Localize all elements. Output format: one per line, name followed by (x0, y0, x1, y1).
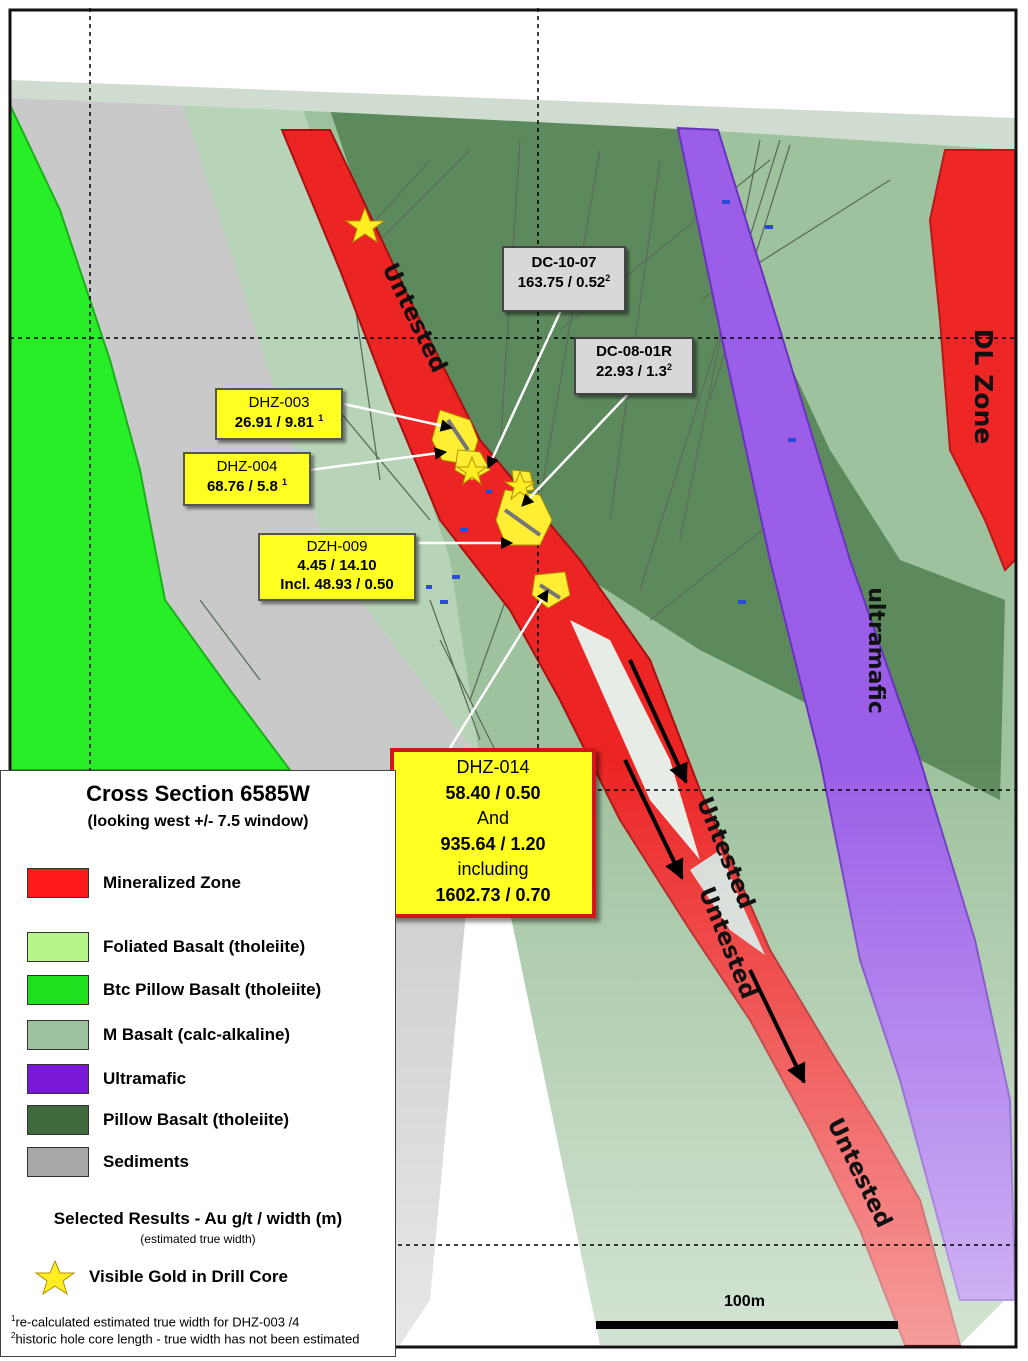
legend-results-subtitle: (estimated true width) (140, 1232, 256, 1246)
label-dhz-014: DHZ-014 58.40 / 0.50 And 935.64 / 1.20 i… (390, 748, 596, 918)
legend-label-sediments: Sediments (103, 1152, 189, 1171)
label-dc-10-07-name: DC-10-07 (531, 254, 597, 271)
label-dhz-004-name: DHZ-004 (216, 458, 278, 475)
legend-item-visible-gold: Visible Gold in Drill Core (33, 1259, 289, 1295)
legend-item-sediments: Sediments (27, 1146, 189, 1178)
label-dhz-014-line2: And (476, 808, 510, 829)
label-dzh-009-name: DZH-009 (306, 538, 368, 555)
surface-strip (10, 80, 1015, 150)
legend-swatch-btc-pillow-basalt (27, 975, 89, 1005)
label-dhz-014-line3: 935.64 / 1.20 (440, 833, 546, 854)
label-dc-08-01r-value: 22.93 / 1.32 (596, 361, 672, 380)
legend-label-ultramafic: Ultramafic (103, 1069, 187, 1088)
label-dc-08-01r: DC-08-01R 22.93 / 1.32 (574, 337, 694, 395)
downdip-arrows (623, 659, 806, 1084)
legend-item-mineralized-zone: Mineralized Zone (27, 867, 241, 899)
legend-label-visible-gold: Visible Gold in Drill Core (89, 1267, 289, 1286)
legend-swatch-m-basalt (27, 1020, 89, 1050)
legend-label-m-basalt: M Basalt (calc-alkaline) (103, 1025, 291, 1044)
legend-label-foliated-basalt: Foliated Basalt (tholeiite) (103, 937, 306, 956)
label-dc-08-01r-name: DC-08-01R (596, 343, 672, 360)
label-dc-10-07-value: 163.75 / 0.522 (517, 272, 611, 291)
label-dhz-004-value: 68.76 / 5.8 1 (206, 476, 288, 495)
legend-item-ultramafic: Ultramafic (27, 1063, 186, 1095)
legend-panel: Cross Section 6585W (looking west +/- 7.… (0, 770, 396, 1357)
legend-results-title: Selected Results - Au g/t / width (m) (53, 1209, 343, 1228)
label-dhz-014-line5: 1602.73 / 0.70 (435, 884, 551, 905)
label-dc-10-07: DC-10-07 163.75 / 0.522 (502, 246, 626, 312)
legend-swatch-foliated-basalt (27, 932, 89, 962)
scale-label: 100m (724, 1293, 765, 1310)
label-dhz-004: DHZ-004 68.76 / 5.8 1 (183, 452, 311, 506)
legend-subtitle: (looking west +/- 7.5 window) (87, 813, 309, 830)
dl-zone-label: DL Zone (969, 328, 999, 445)
label-dhz-003-name: DHZ-003 (248, 394, 310, 411)
label-dzh-009-value: 4.45 / 14.10 (297, 556, 377, 574)
label-dzh-009: DZH-009 4.45 / 14.10 Incl. 48.93 / 0.50 (258, 533, 416, 601)
legend-title: Cross Section 6585W (86, 781, 310, 806)
figure-border (8, 8, 1018, 1349)
legend-label-pillow-basalt: Pillow Basalt (tholeiite) (103, 1110, 290, 1129)
legend-swatch-ultramafic (27, 1064, 89, 1094)
visible-gold-star-3 (503, 470, 537, 501)
legend-item-m-basalt: M Basalt (calc-alkaline) (27, 1019, 290, 1051)
label-dhz-014-line1: 58.40 / 0.50 (445, 782, 541, 803)
legend-item-btc-pillow-basalt: Btc Pillow Basalt (tholeiite) (27, 974, 321, 1006)
label-dhz-003-value: 26.91 / 9.81 1 (234, 412, 324, 431)
legend-swatch-pillow-basalt (27, 1105, 89, 1135)
legend-swatch-mineralized (27, 868, 89, 898)
legend-label-mineralized: Mineralized Zone (103, 873, 241, 892)
label-dhz-014-name: DHZ-014 (456, 757, 530, 777)
star-icon (34, 1259, 76, 1295)
label-dzh-009-value2: Incl. 48.93 / 0.50 (280, 575, 394, 593)
intercept-markers (426, 200, 796, 604)
leader-lines (309, 307, 631, 749)
legend-item-foliated-basalt: Foliated Basalt (tholeiite) (27, 931, 305, 963)
label-dhz-014-line4: including (457, 859, 529, 880)
ultramafic-label: ultramafic (862, 587, 888, 714)
section-grid (10, 8, 1015, 1246)
legend-label-btc-pillow-basalt: Btc Pillow Basalt (tholeiite) (103, 980, 322, 999)
footnote-2: 2historic hole core length - true width … (11, 1331, 360, 1347)
label-dhz-003: DHZ-003 26.91 / 9.81 1 (215, 388, 343, 440)
footnote-1: 1re-calculated estimated true width for … (11, 1314, 300, 1330)
legend-item-pillow-basalt: Pillow Basalt (tholeiite) (27, 1104, 289, 1136)
visible-gold-star (344, 206, 386, 244)
legend-swatch-sediments (27, 1147, 89, 1177)
visible-gold-star-2 (455, 455, 489, 486)
